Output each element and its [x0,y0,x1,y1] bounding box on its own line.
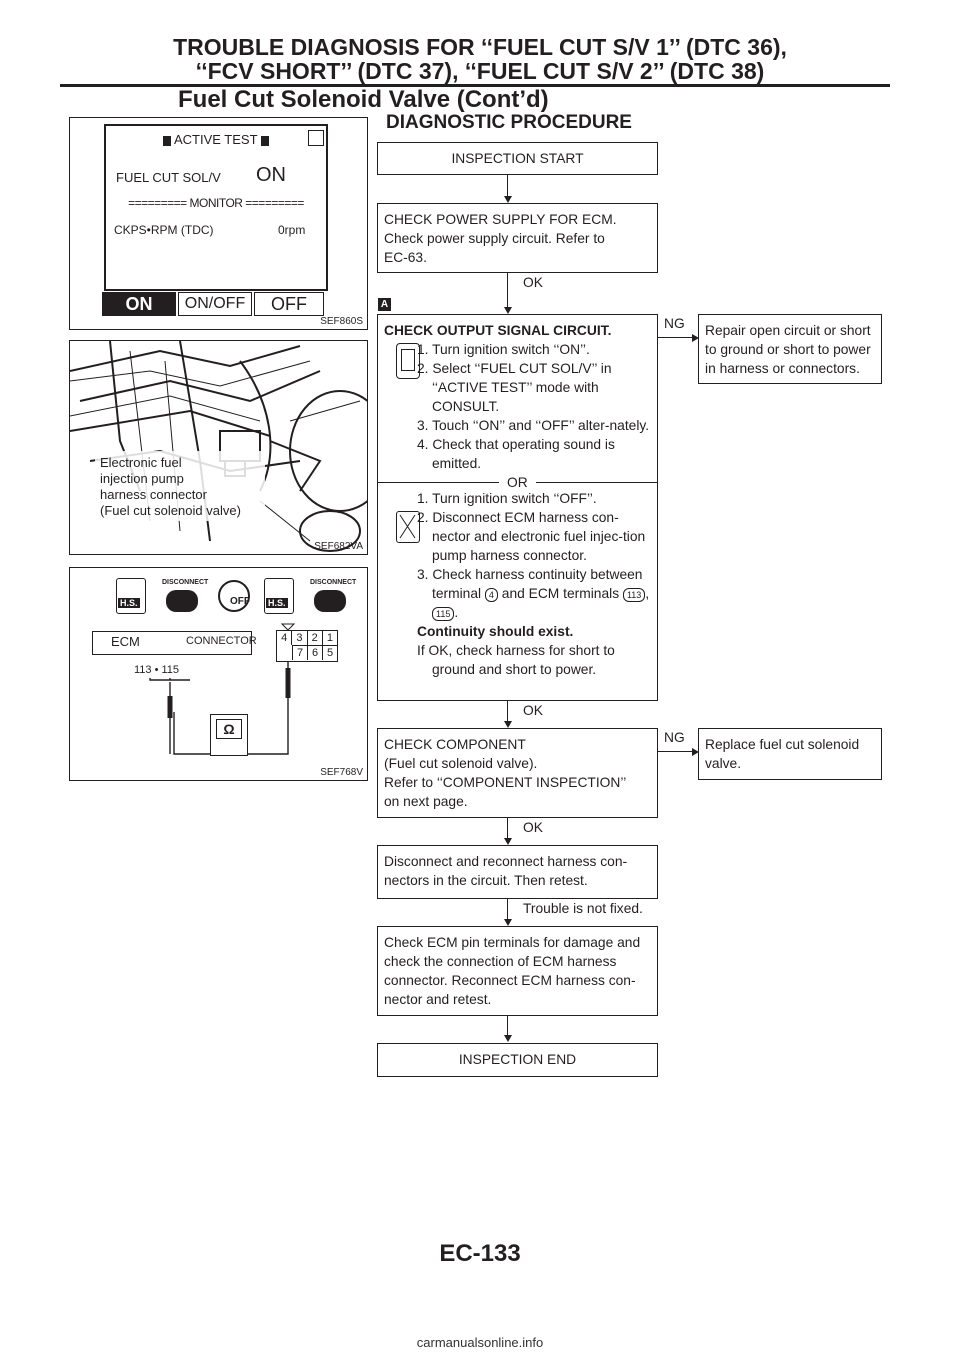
on-button: ON [102,292,176,316]
terminal-4-tag: 4 [484,588,498,602]
figure-continuity-check: H.S. DISCONNECT OFF H.S. DISCONNECT ECM … [69,567,368,781]
figure-consult-screen: ACTIVE TEST FUEL CUT SOL/V ON ========= … [69,117,368,330]
ohmmeter-icon: Ω [210,714,248,756]
ohm-symbol: Ω [216,719,242,739]
ng-label: NG [664,316,685,331]
arrow-right-icon [692,748,699,756]
ecm-label: ECM [111,634,140,649]
flow-inspection-end: INSPECTION END [377,1043,658,1077]
flow-step-check-pins: Check ECM pin terminals for damage and c… [377,926,658,1016]
disconnect-label-2: DISCONNECT [310,579,357,586]
flow-repair-harness: Repair open circuit or short to ground o… [698,314,882,384]
consult-tool-icon [396,343,420,379]
photo-label-2: injection pump [100,471,184,486]
harness-check-icon [396,511,420,543]
arrow-down-icon [504,307,512,314]
step2-title: CHECK OUTPUT SIGNAL CIRCUIT. [384,323,612,338]
terminal-113-tag: 113 [622,588,646,602]
flow-connector [658,751,692,753]
harness-sensor-icon [116,578,146,614]
arrow-down-icon [504,721,512,728]
monitor-param: CKPS•RPM (TDC) [114,223,214,237]
flow-connector [507,818,509,840]
flow-replace-valve: Replace fuel cut solenoid valve. [698,728,882,780]
figure-code: SEF682VA [314,541,363,552]
terminal-115-tag: 115 [432,607,455,621]
disconnect-connector-icon [314,590,346,612]
ok-label: OK [523,820,543,835]
test-item: FUEL CUT SOL/V [116,170,221,185]
header-subtitle: Fuel Cut Solenoid Valve (Cont’d) [178,86,549,113]
flow-inspection-start: INSPECTION START [377,142,658,175]
flow-step-reconnect: Disconnect and reconnect harness con-nec… [377,845,658,899]
flow-connector [507,701,509,723]
consult-display: ACTIVE TEST FUEL CUT SOL/V ON ========= … [104,124,328,291]
header-rule [60,84,890,87]
arrow-down-icon [504,919,512,926]
figure-code: SEF860S [320,316,363,327]
or-divider: OR [499,473,536,492]
ok-label: OK [523,275,543,290]
ignition-key-icon [218,580,250,612]
flow-connector [658,337,692,339]
hs-label-1: H.S. [118,598,140,608]
not-fixed-label: Trouble is not fixed. [523,901,643,916]
ecm-terminals: 113 • 115 [134,664,180,676]
photo-label-1: Electronic fuel [100,455,182,470]
on-off-button: ON/OFF [178,292,252,316]
monitor-divider: ========= MONITOR ========= [128,196,304,210]
checkbox-icon [308,130,324,146]
flow-connector [507,899,509,921]
figure-code: SEF768V [320,767,363,778]
step1-ref: EC-63. [384,250,427,265]
photo-label-3: harness connector [100,487,207,502]
flow-step-power-supply: CHECK POWER SUPPLY FOR ECM. Check power … [377,203,658,273]
header-line-2: ‘‘FCV SHORT’’ (DTC 37), ‘‘FUEL CUT S/V 2… [195,58,765,84]
flow-step-check-component: CHECK COMPONENT (Fuel cut solenoid valve… [377,728,658,818]
ok-label: OK [523,703,543,718]
photo-label-4: (Fuel cut solenoid valve) [100,503,241,518]
arrow-down-icon [504,838,512,845]
off-button: OFF [254,292,324,316]
step1-title: CHECK POWER SUPPLY FOR ECM. [384,212,617,227]
page-number: EC-133 [439,1240,521,1267]
disconnect-connector-icon [166,590,198,612]
marker-a: A [378,298,391,311]
monitor-param-value: 0rpm [278,223,306,237]
flow-step-output-signal: CHECK OUTPUT SIGNAL CIRCUIT. 1. Turn ign… [377,314,658,701]
disconnect-label-1: DISCONNECT [162,579,209,586]
arrow-down-icon [504,1035,512,1042]
flow-connector [507,175,509,198]
figure-engine-photo: Electronic fuel injection pump harness c… [69,340,368,555]
flow-connector [507,1016,509,1037]
procedure-title: DIAGNOSTIC PROCEDURE [386,112,632,133]
hs-label-2: H.S. [266,598,288,608]
watermark: carmanualsonline.info [416,1335,544,1350]
connector-label: CONNECTOR [186,635,257,647]
arrow-right-icon [692,334,699,342]
step1-text: Check power supply circuit. Refer to [384,231,605,246]
flow-connector [507,273,509,308]
harness-sensor-icon [264,578,294,614]
ng-label: NG [664,730,685,745]
ecm-connector: ECM CONNECTOR [92,631,257,655]
ignition-off-label: OFF [230,596,250,607]
engine-illustration [70,341,367,552]
pump-connector: 4 3 2 1 7 6 5 [276,630,338,662]
header-line-1: TROUBLE DIAGNOSIS FOR ‘‘FUEL CUT S/V 1’’… [173,34,787,60]
test-item-value: ON [256,164,286,186]
active-test-title: ACTIVE TEST [173,132,258,147]
arrow-down-icon [504,196,512,203]
